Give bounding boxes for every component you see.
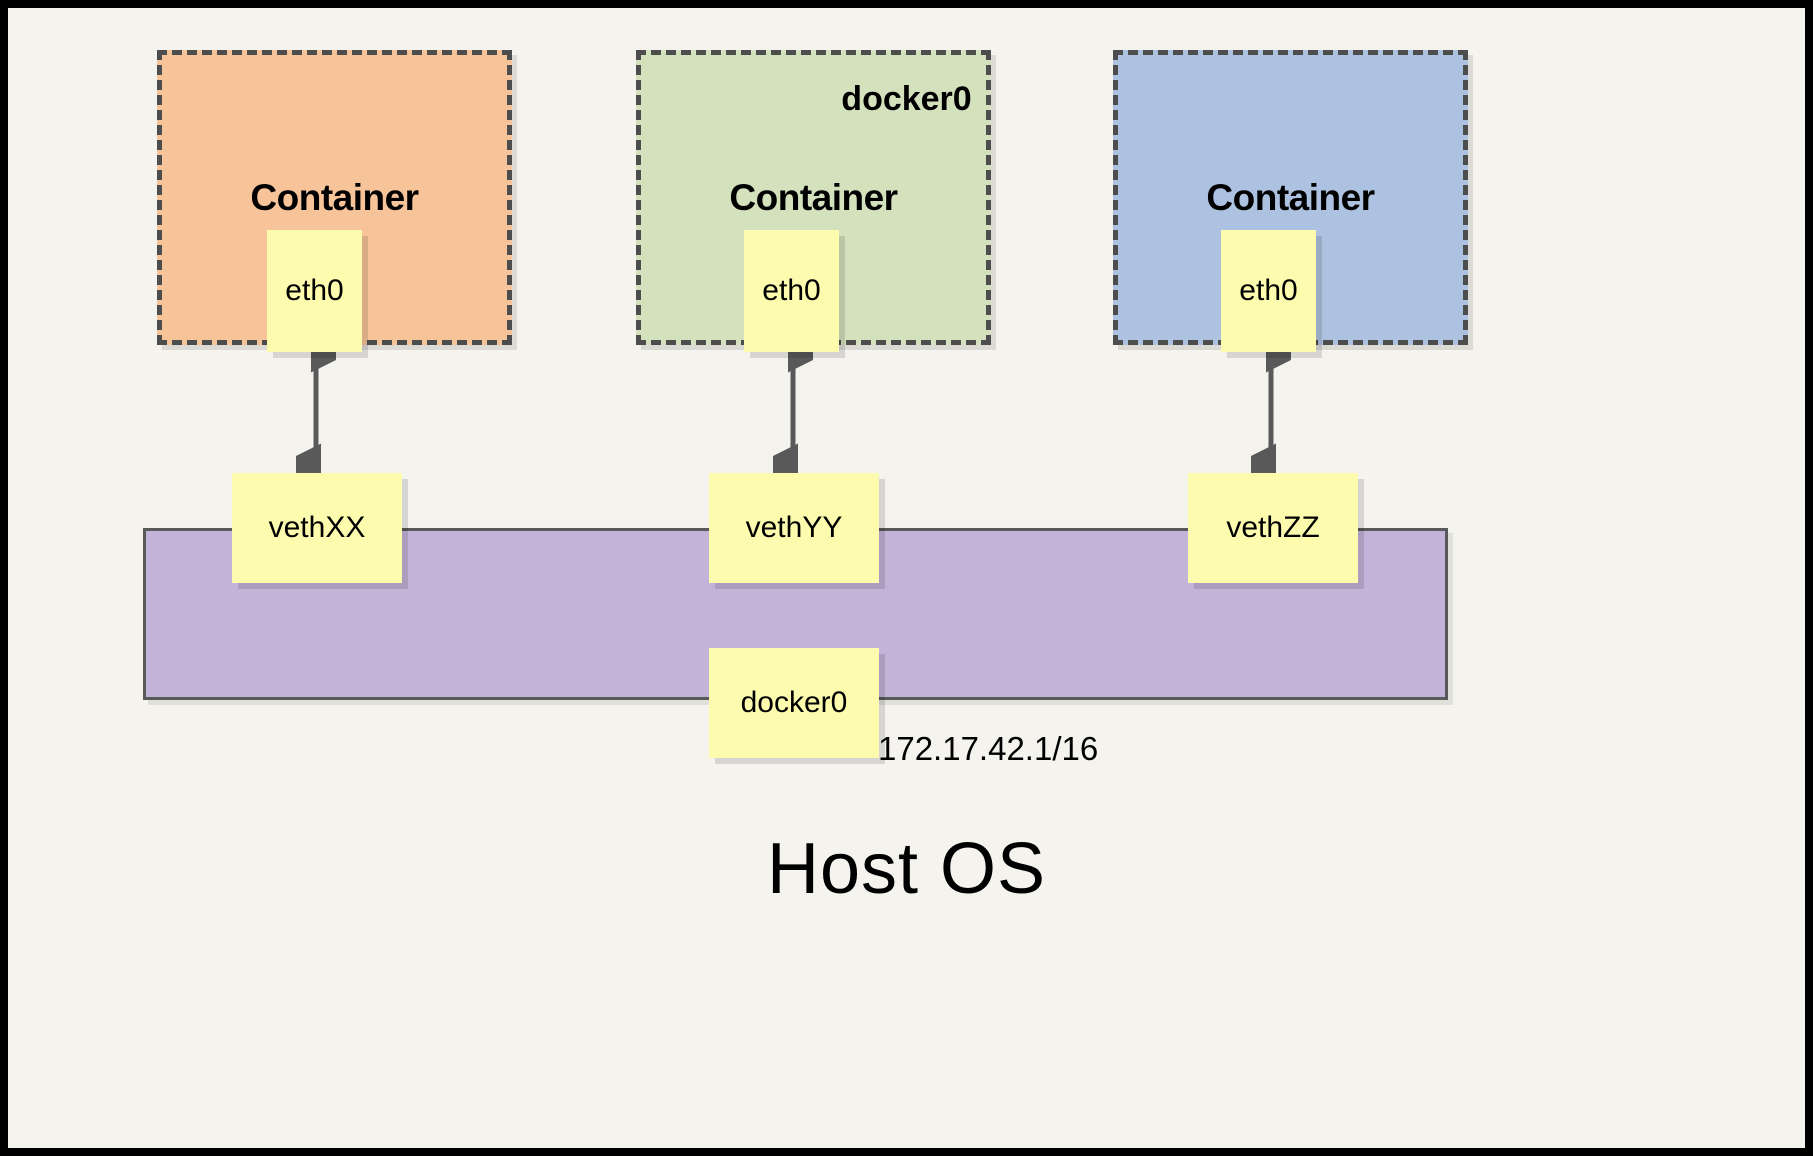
container-title-1: Container xyxy=(250,177,419,218)
eth0-interface-1: eth0 xyxy=(267,230,362,352)
connection-arrow-3 xyxy=(1251,338,1291,478)
eth0-interface-3: eth0 xyxy=(1221,230,1316,352)
veth-interface-xx: vethXX xyxy=(232,473,402,583)
docker0-bridge-label: docker0 xyxy=(841,80,972,118)
docker0-ip-address: 172.17.42.1/16 xyxy=(878,730,1099,767)
host-os-label: Host OS xyxy=(766,829,1047,909)
connection-arrow-2 xyxy=(773,338,813,478)
container-title-2: Container xyxy=(729,177,898,218)
connection-arrow-1 xyxy=(296,338,336,478)
veth-interface-yy: vethYY xyxy=(709,473,879,583)
container-title-3: Container xyxy=(1206,177,1375,218)
diagram-canvas: Container eth0 Container eth0 Container … xyxy=(8,8,1805,1148)
veth-interface-zz: vethZZ xyxy=(1188,473,1358,583)
eth0-interface-2: eth0 xyxy=(744,230,839,352)
docker0-interface-box: docker0 xyxy=(709,648,879,758)
